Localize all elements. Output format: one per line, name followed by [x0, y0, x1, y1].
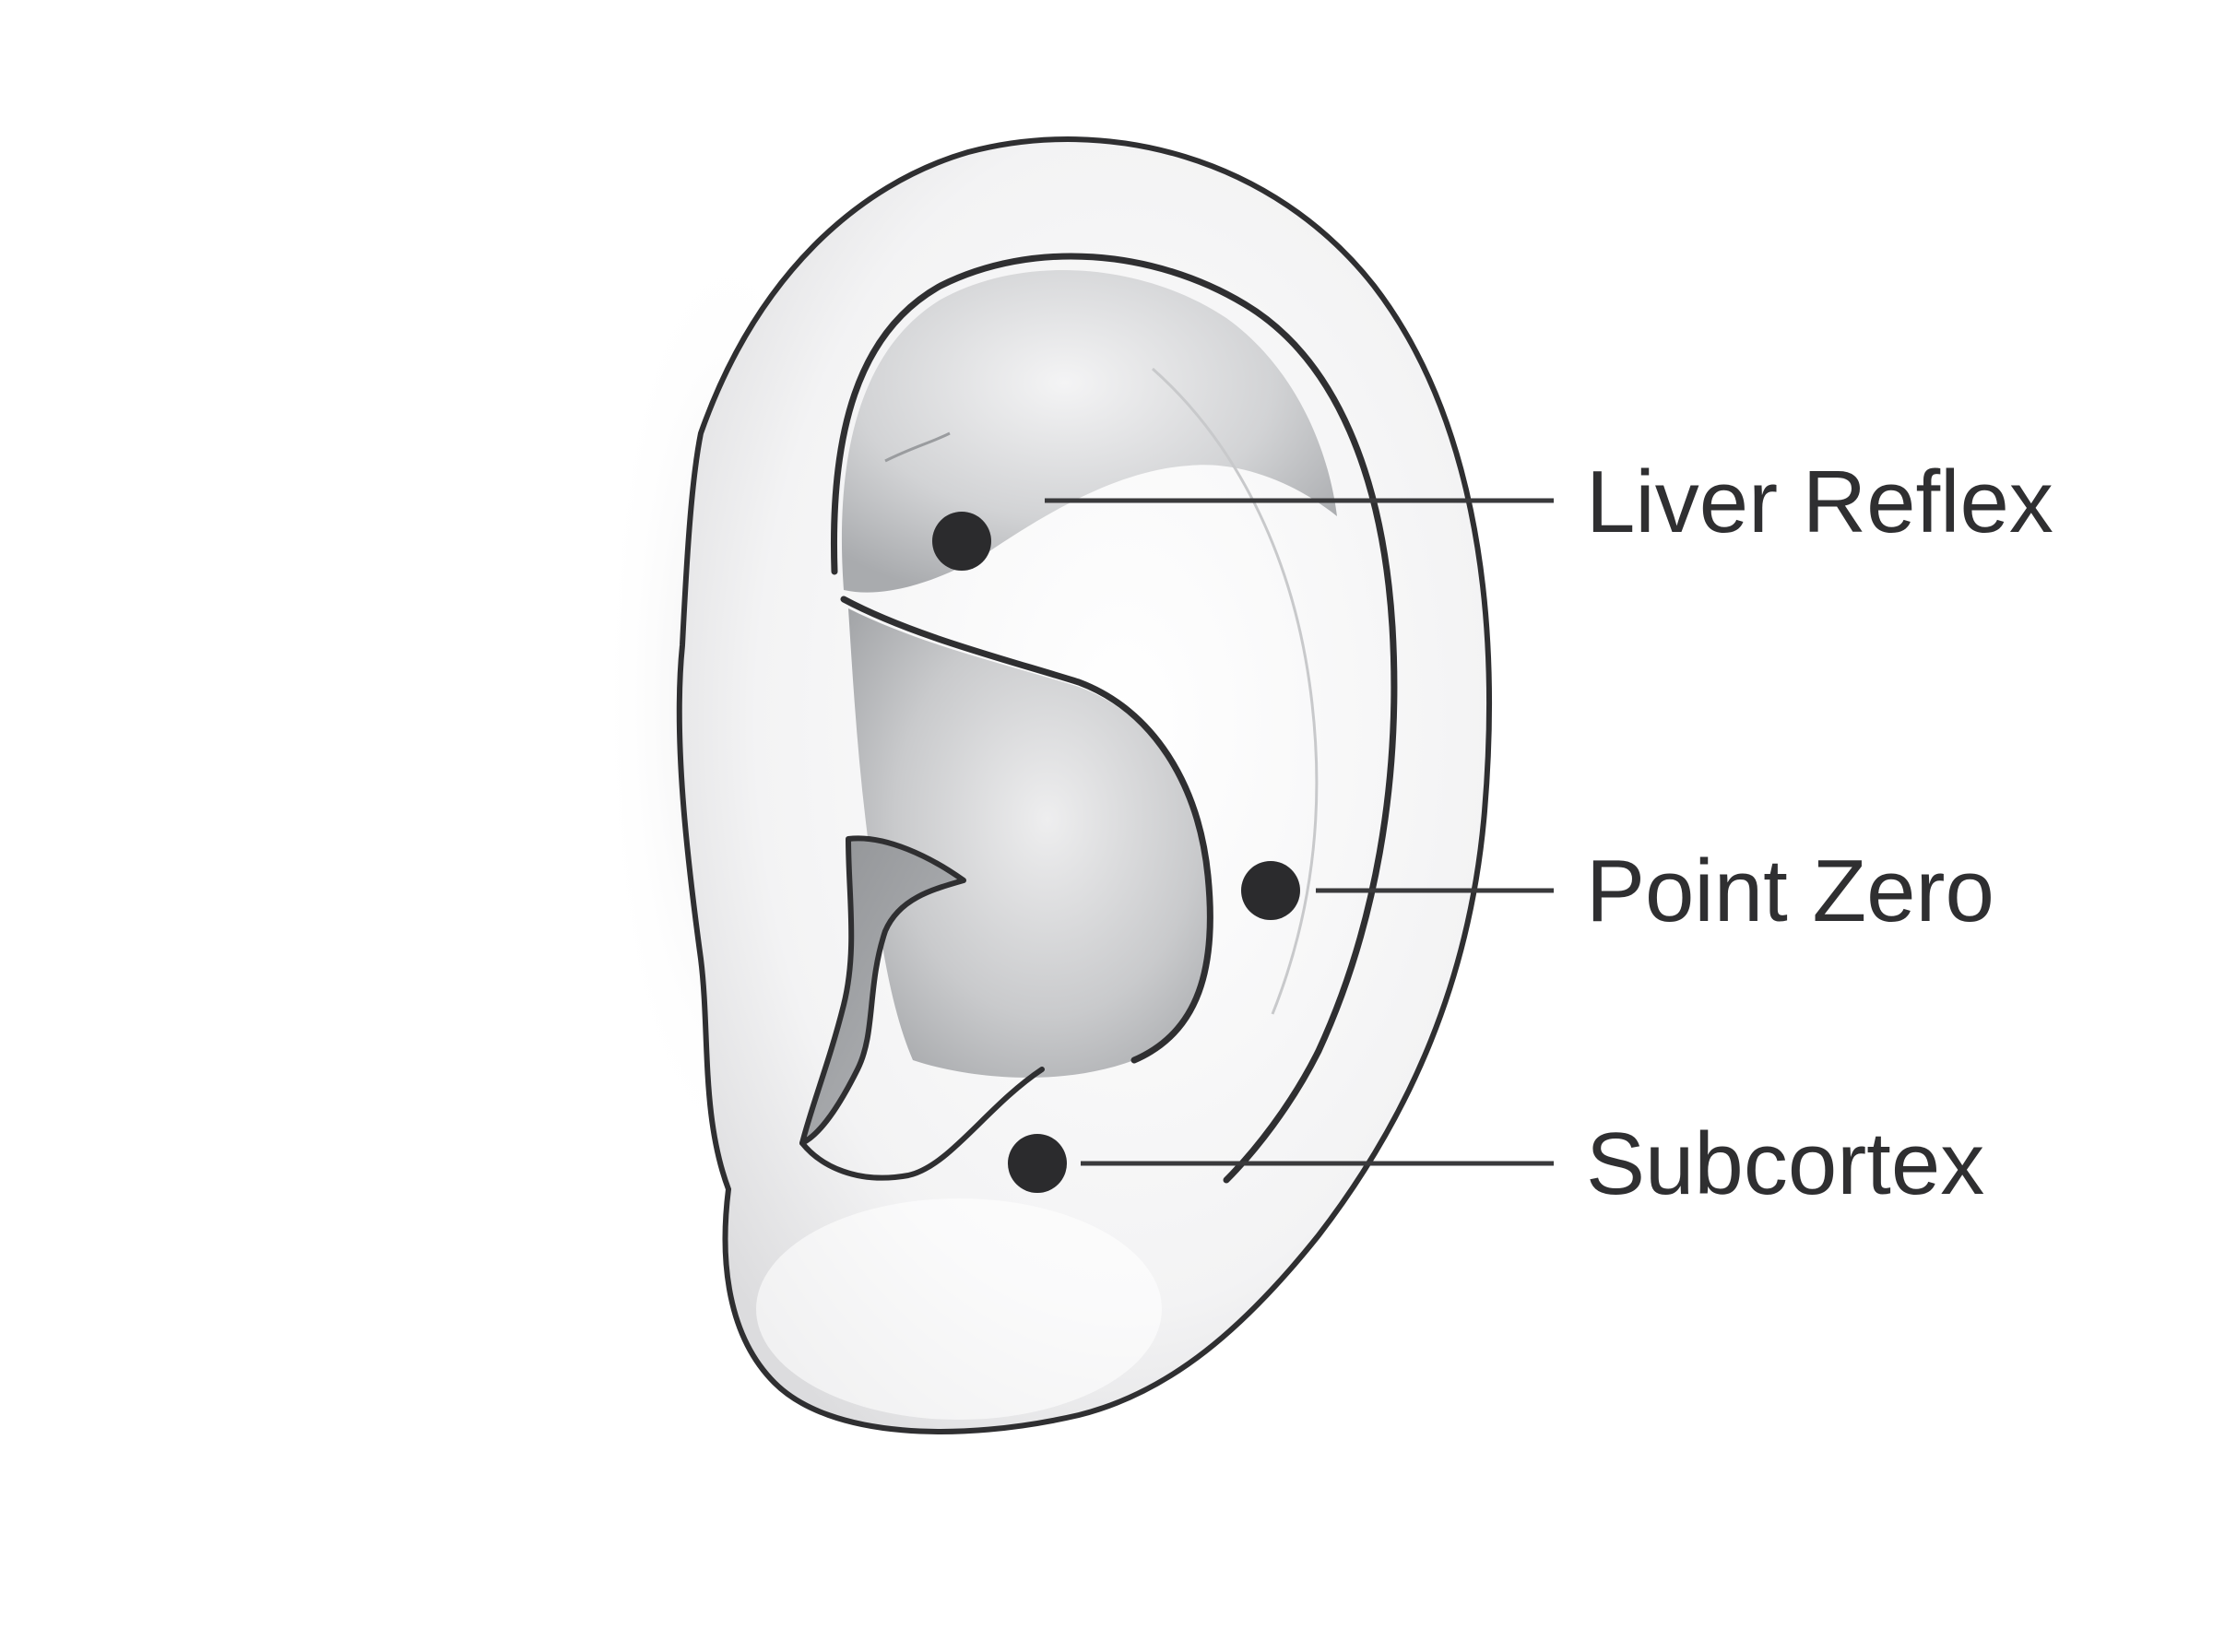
antihelix-crus — [840, 596, 1213, 1064]
point-liver-reflex: Liver Reflex — [932, 453, 2053, 571]
upper-fossa — [841, 269, 1337, 593]
point-marker-point-zero — [1241, 861, 1300, 920]
point-marker-subcortex — [1008, 1134, 1067, 1193]
intertragic-notch — [799, 1067, 1045, 1181]
fossa-detail-line — [884, 431, 951, 463]
ear-canal — [799, 835, 966, 1146]
concha — [848, 608, 1211, 1078]
label-point-zero: Point Zero — [1586, 842, 1994, 940]
point-point-zero: Point Zero — [1241, 842, 1994, 940]
helix-detail-line — [1152, 367, 1319, 1015]
earlobe-shading — [756, 1198, 1162, 1420]
antihelix-rim — [831, 253, 1398, 1184]
label-subcortex: Subcortex — [1586, 1115, 1984, 1213]
label-liver-reflex: Liver Reflex — [1586, 453, 2053, 551]
point-subcortex: Subcortex — [1008, 1115, 1984, 1213]
point-marker-liver-reflex — [932, 512, 991, 571]
